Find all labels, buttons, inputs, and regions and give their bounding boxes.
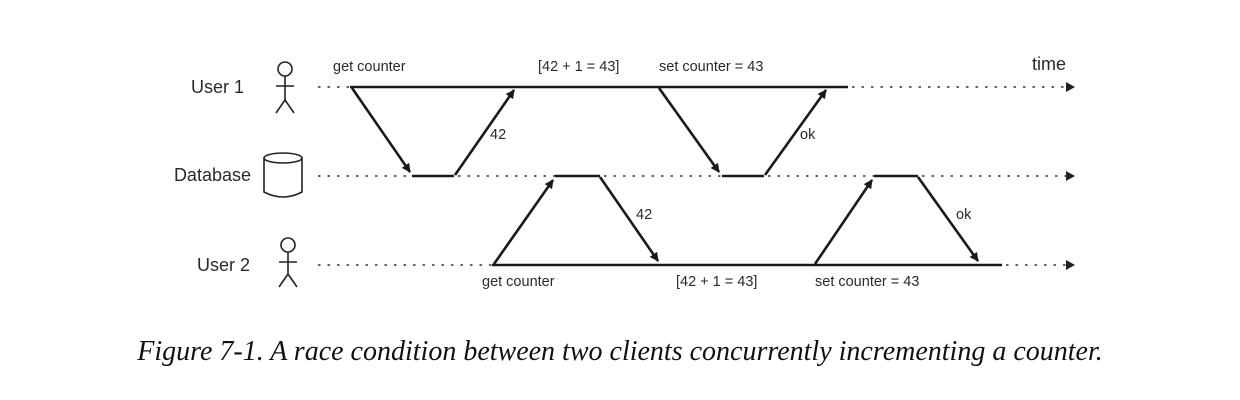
time-arrow-icon: [1066, 260, 1075, 270]
u1-set-request-arrow: [657, 87, 721, 173]
actor-label-user1: User 1: [191, 77, 244, 97]
u1-write-response-label: ok: [800, 127, 816, 143]
u2-read-response-label: 42: [636, 207, 652, 223]
actor-label-user2: User 2: [197, 255, 250, 275]
database-timeline: [318, 171, 1075, 181]
u2-set-request-arrow: [813, 179, 874, 265]
u1-compute-label: [42 + 1 = 43]: [538, 59, 619, 75]
u1-get-request-arrow: [350, 87, 412, 173]
figure-caption: Figure 7-1. A race condition between two…: [137, 336, 1103, 367]
actor-label-database: Database: [174, 165, 251, 185]
user2-timeline: [318, 260, 1075, 270]
u1-read-response-label: 42: [490, 127, 506, 143]
person-icon: [275, 61, 295, 114]
database-cylinder-icon: [263, 152, 303, 198]
u1-get-response-arrow: [453, 89, 516, 176]
u2-write-response-label: ok: [956, 207, 972, 223]
u1-set-counter-label: set counter = 43: [659, 59, 763, 75]
u1-set-response-arrow: [763, 89, 828, 176]
user1-timeline: [318, 82, 1075, 92]
u2-get-counter-label: get counter: [482, 274, 555, 290]
time-axis-label: time: [1032, 54, 1066, 74]
u2-get-request-arrow: [492, 179, 555, 265]
u2-set-response-arrow: [916, 176, 980, 262]
person-icon: [278, 237, 298, 288]
u1-get-counter-label: get counter: [333, 59, 406, 75]
time-arrow-icon: [1066, 82, 1075, 92]
time-arrow-icon: [1066, 171, 1075, 181]
u2-compute-label: [42 + 1 = 43]: [676, 274, 757, 290]
u2-get-response-arrow: [598, 176, 660, 262]
u2-set-counter-label: set counter = 43: [815, 274, 919, 290]
